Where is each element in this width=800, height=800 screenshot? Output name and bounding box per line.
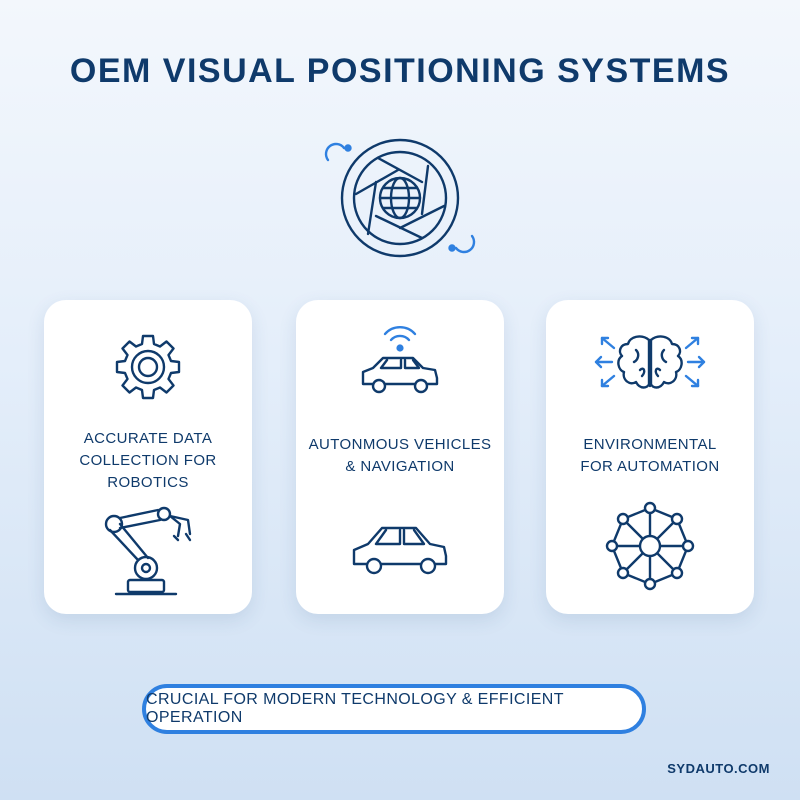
card-label-line: ACCURATE DATA — [83, 430, 213, 447]
robotic-arm-icon — [98, 506, 198, 603]
card-environmental: ENVIRONMENTAL FOR AUTOMATION — [546, 300, 754, 614]
car-icon — [348, 514, 452, 585]
brain-icon — [592, 330, 708, 411]
page-title: OEM VISUAL POSITIONING SYSTEMS — [69, 52, 731, 90]
gear-icon — [112, 330, 184, 407]
tagline-banner: CRUCIAL FOR MODERN TECHNOLOGY & EFFICIEN… — [142, 684, 646, 734]
connected-car-icon — [355, 326, 445, 403]
footer-site: SYDAUTO.COM — [667, 761, 770, 776]
card-label-line: FOR AUTOMATION — [580, 458, 720, 475]
card-label-line: AUTONMOUS VEHICLES — [308, 436, 492, 453]
network-hub-icon — [604, 500, 696, 597]
tagline-text: CRUCIAL FOR MODERN TECHNOLOGY & EFFICIEN… — [146, 691, 564, 726]
camera-aperture-globe-icon — [318, 136, 482, 260]
card-robotics: ACCURATE DATA COLLECTION FOR ROBOTICS — [44, 300, 252, 614]
card-label-line: ENVIRONMENTAL — [583, 436, 717, 453]
card-vehicles: AUTONMOUS VEHICLES & NAVIGATION — [296, 300, 504, 614]
card-label-line: COLLECTION FOR — [79, 452, 217, 469]
card-label-line: ROBOTICS — [107, 474, 189, 491]
card-label-line: & NAVIGATION — [345, 458, 455, 475]
